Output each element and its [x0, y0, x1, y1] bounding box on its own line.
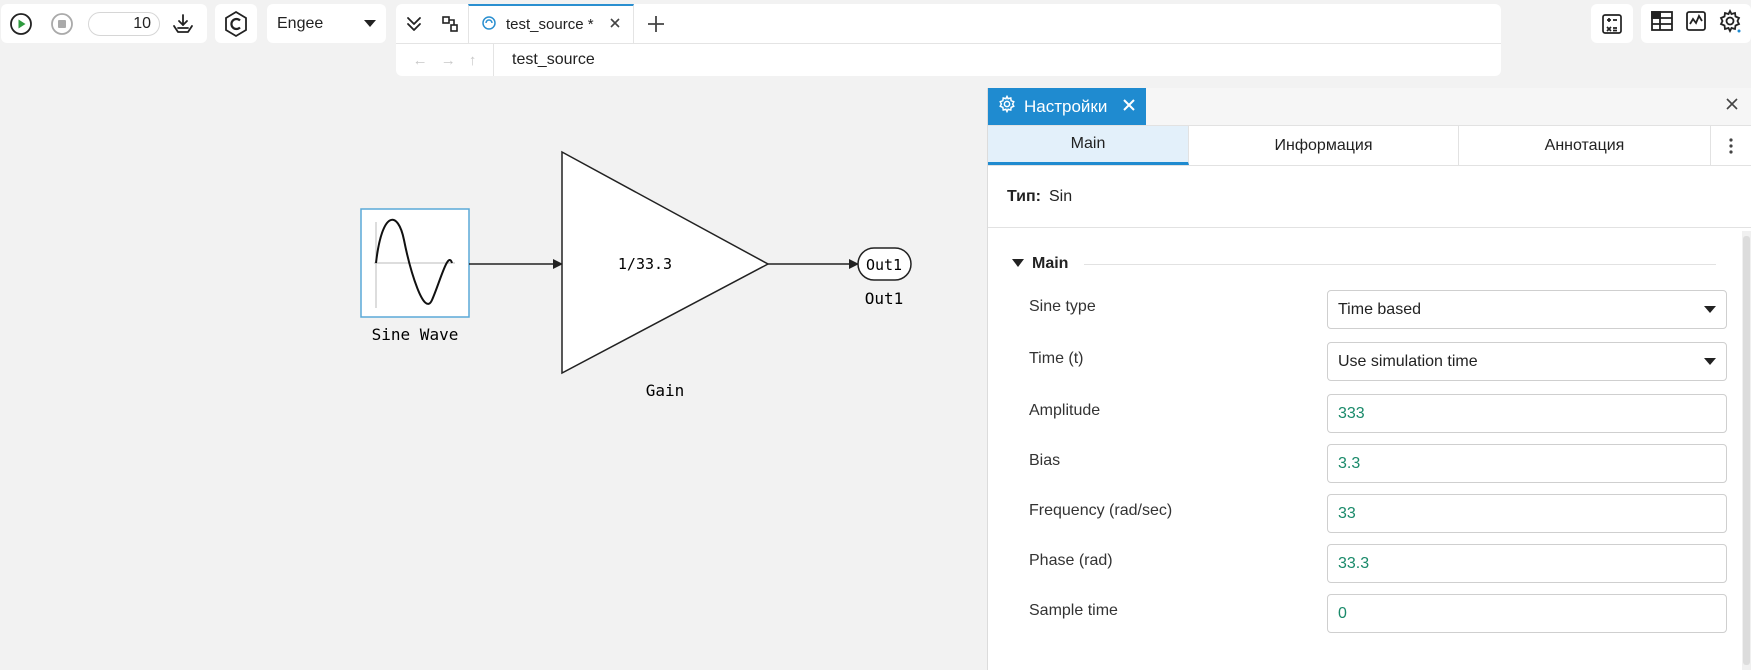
engine-select[interactable]: Engee — [267, 4, 386, 43]
phase-field[interactable]: 33.3 — [1327, 544, 1727, 583]
frequency-field[interactable]: 33 — [1327, 494, 1727, 533]
type-value: Sin — [1049, 187, 1073, 205]
diagram-canvas[interactable]: Sine Wave 1/33.3 Gain Out1 Out1 — [0, 0, 987, 670]
tab-test-source[interactable]: test_source * — [468, 4, 634, 43]
tab-information[interactable]: Информация — [1189, 126, 1459, 165]
signal-line[interactable] — [768, 259, 859, 269]
collapse-icon[interactable] — [396, 4, 432, 43]
plus-icon[interactable] — [634, 4, 678, 43]
chevron-down-icon — [1704, 353, 1716, 371]
block-type-row: Тип: Sin — [988, 166, 1751, 228]
up-arrow-icon[interactable]: ↑ — [468, 51, 477, 69]
gain-value: 1/33.3 — [618, 255, 672, 273]
param-label-phase: Phase (rad) — [1029, 552, 1113, 569]
sine-block-label: Sine Wave — [372, 325, 459, 344]
c-code-icon[interactable] — [221, 9, 251, 39]
code-gen-toolbar — [215, 4, 257, 43]
chevron-down-icon — [364, 15, 376, 33]
param-label-frequency: Frequency (rad/sec) — [1029, 502, 1173, 519]
navigation-arrows: ← → ↑ — [396, 44, 494, 76]
chevron-down-icon — [1704, 301, 1716, 319]
import-icon[interactable] — [168, 9, 198, 39]
gear-icon[interactable] — [1718, 8, 1742, 38]
editor-header: test_source * ← → ↑ test_source — [396, 4, 1501, 76]
time-select[interactable]: Use simulation time — [1327, 342, 1727, 381]
panel-subtabs: Main Информация Аннотация — [988, 126, 1751, 166]
param-label-bias: Bias — [1029, 452, 1061, 469]
outport-label: Out1 — [865, 289, 904, 308]
gain-label: Gain — [646, 381, 685, 400]
chart-icon[interactable] — [1685, 10, 1707, 37]
close-icon[interactable] — [1122, 97, 1136, 117]
engine-select-value: Engee — [277, 14, 324, 32]
param-label-sample-time: Sample time — [1029, 602, 1118, 619]
view-tools — [1641, 4, 1751, 43]
sample-time-field[interactable]: 0 — [1327, 594, 1727, 633]
sine-type-select[interactable]: Time based — [1327, 290, 1727, 329]
param-label-time: Time (t) — [1029, 350, 1084, 367]
gain-block[interactable] — [561, 150, 770, 375]
tab-title: test_source * — [506, 16, 594, 33]
close-icon[interactable] — [609, 16, 621, 33]
calculator-icon[interactable] — [1591, 4, 1633, 43]
sine-type-value: Time based — [1338, 300, 1421, 318]
panel-scrollbar-thumb[interactable] — [1743, 236, 1750, 665]
settings-tab-title: Настройки — [1024, 96, 1108, 116]
settings-tab[interactable]: Настройки — [988, 88, 1146, 125]
tab-main[interactable]: Main — [988, 126, 1189, 165]
simulation-toolbar — [1, 4, 207, 43]
diagram-link-icon[interactable] — [432, 4, 468, 43]
tab-annotation[interactable]: Аннотация — [1459, 126, 1711, 165]
outport-block[interactable] — [857, 247, 912, 281]
time-value: Use simulation time — [1338, 352, 1478, 370]
param-label-amplitude: Amplitude — [1029, 402, 1101, 419]
section-divider — [1084, 263, 1716, 265]
tab-bar: test_source * — [396, 4, 1501, 44]
simulation-steps-input[interactable] — [88, 11, 160, 36]
param-label-sine-type: Sine type — [1029, 298, 1096, 315]
breadcrumb-bar: ← → ↑ test_source — [396, 44, 1501, 76]
right-toolbar — [1591, 4, 1751, 43]
bias-field[interactable]: 3.3 — [1327, 444, 1727, 483]
sine-wave-block[interactable] — [360, 208, 470, 318]
kebab-menu-icon[interactable] — [1711, 126, 1751, 165]
close-icon[interactable] — [1725, 97, 1739, 116]
back-arrow-icon[interactable]: ← — [412, 51, 428, 69]
breadcrumb[interactable]: test_source — [512, 51, 595, 68]
signal-line[interactable] — [469, 259, 563, 269]
model-icon — [481, 15, 497, 35]
amplitude-field[interactable]: 333 — [1327, 394, 1727, 433]
settings-panel: Настройки Main Информация Аннотация Тип:… — [987, 88, 1751, 670]
table-icon[interactable] — [1650, 10, 1674, 37]
forward-arrow-icon[interactable]: → — [440, 51, 456, 69]
outport-text: Out1 — [866, 256, 902, 274]
section-title: Main — [1032, 255, 1069, 272]
play-icon[interactable] — [6, 9, 36, 39]
gear-icon — [998, 94, 1016, 118]
section-header-main[interactable]: Main — [1012, 255, 1716, 273]
panel-header: Настройки — [988, 88, 1751, 126]
triangle-down-icon — [1012, 255, 1024, 273]
stop-icon[interactable] — [47, 9, 77, 39]
type-label: Тип: — [1007, 187, 1041, 205]
